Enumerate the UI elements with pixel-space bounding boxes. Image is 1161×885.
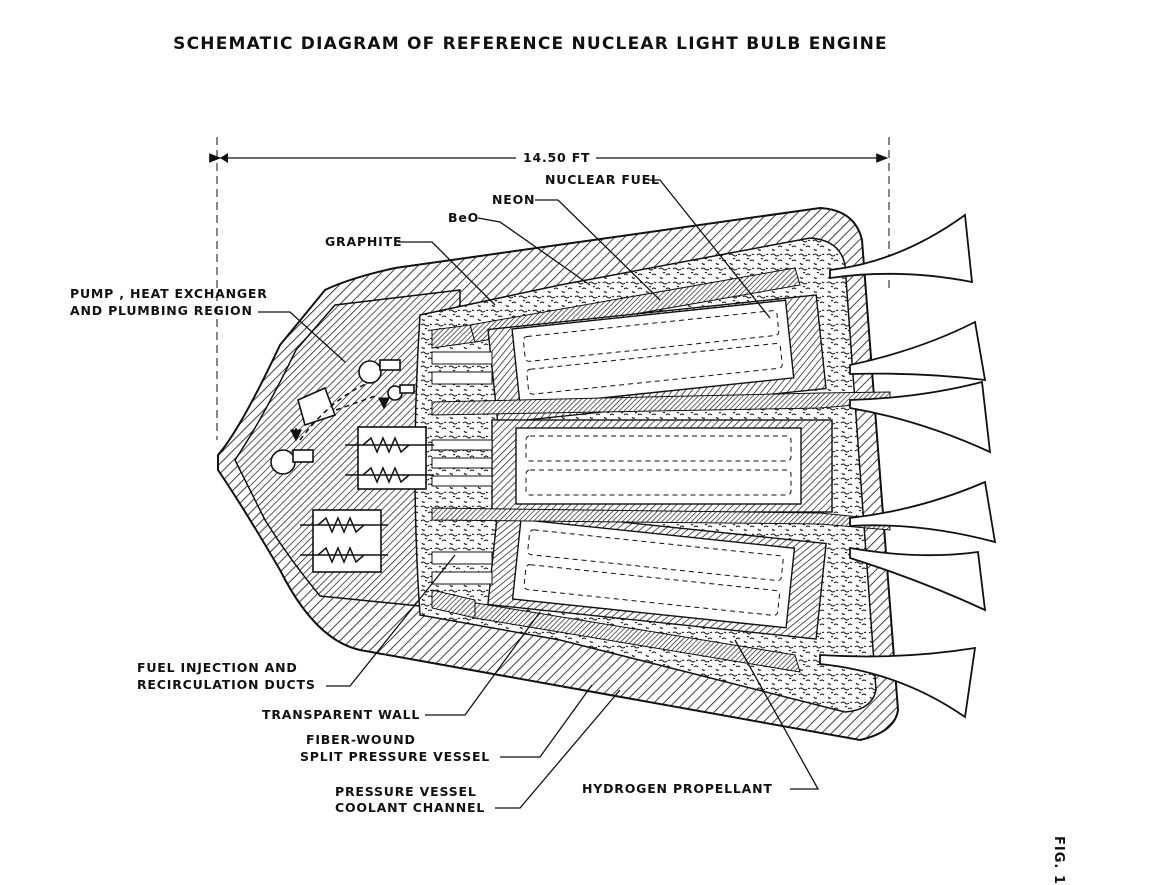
beo-label: BeO	[448, 210, 480, 225]
fuel-injection-label-line1: FUEL INJECTION AND	[137, 660, 298, 675]
pressure-vessel-label-line2: COOLANT CHANNEL	[335, 800, 486, 815]
fuel-cell-top	[487, 294, 827, 424]
fuel-cell-middle	[491, 419, 833, 513]
pressure-vessel-label-line1: PRESSURE VESSEL	[335, 784, 477, 799]
diagram-title: SCHEMATIC DIAGRAM OF REFERENCE NUCLEAR L…	[173, 34, 888, 54]
exhaust-nozzles	[819, 213, 997, 719]
fuel-cell-bottom	[487, 508, 827, 640]
dimension-line	[209, 137, 890, 440]
dimension-label: 14.50 FT	[520, 150, 594, 166]
fuel-injection-label-line2: RECIRCULATION DUCTS	[137, 677, 316, 692]
graphite-label: GRAPHITE	[325, 234, 403, 249]
pump-components	[270, 359, 427, 573]
neon-label: NEON	[492, 192, 536, 207]
transparent-wall-label: TRANSPARENT WALL	[262, 707, 421, 722]
figure-label: FIG. 1	[1051, 836, 1066, 885]
hydrogen-propellant-label: HYDROGEN PROPELLANT	[582, 781, 773, 796]
fiber-wound-label-line1: FIBER-WOUND	[306, 732, 416, 747]
nuclear-fuel-label: NUCLEAR FUEL	[545, 172, 660, 187]
fiber-wound-label-line2: SPLIT PRESSURE VESSEL	[300, 749, 491, 764]
pump-region-label-line2: AND PLUMBING REGION	[70, 303, 253, 318]
pump-region-label-line1: PUMP , HEAT EXCHANGER	[70, 286, 268, 301]
